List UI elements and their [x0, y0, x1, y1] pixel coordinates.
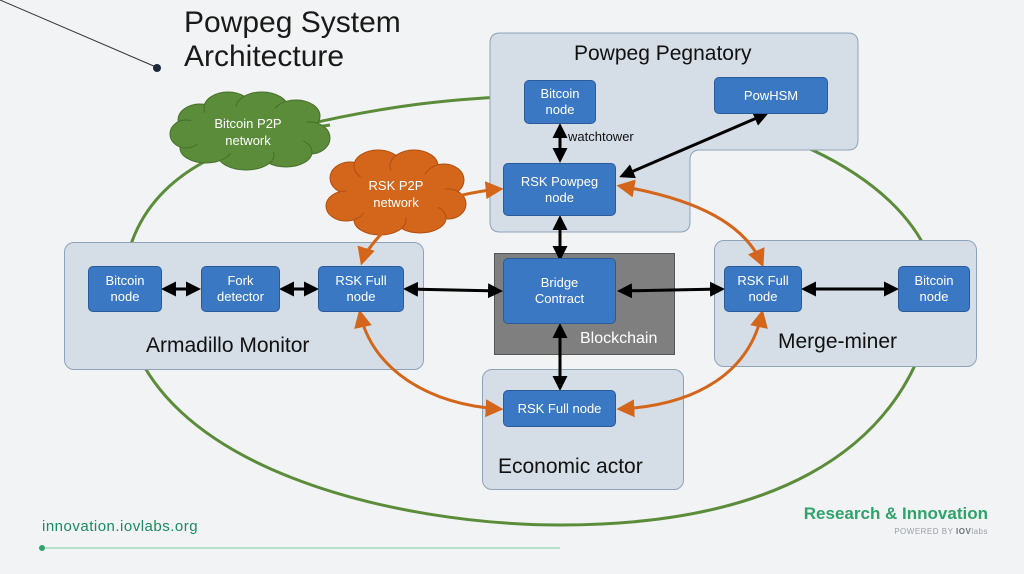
bridge-line-1: Bridge: [540, 275, 579, 290]
merge-miner-bitcoin-line-2: node: [919, 289, 949, 304]
rsk-p2p-cloud-label: RSK P2P network: [346, 177, 446, 211]
bitcoin-p2p-line-1: Bitcoin P2P: [214, 116, 282, 131]
bitcoin-p2p-cloud-label: Bitcoin P2P network: [196, 115, 300, 149]
arrow-armrsk-bridge: [403, 281, 503, 299]
powhsm-node[interactable]: PowHSM: [714, 77, 828, 114]
powered-suffix: labs: [971, 527, 988, 536]
merge-miner-rsk-line-2: node: [748, 289, 778, 304]
decorative-line: [0, 0, 157, 68]
bitcoin-p2p-cloud: [169, 91, 331, 171]
rsk-p2p-cloud: [325, 149, 467, 236]
arrow-rskcloud-armrsk: [357, 223, 392, 266]
footer-dot: [39, 545, 45, 551]
rsk-powpeg-line-2: node: [545, 189, 574, 205]
arrow-econ-mmrsk: [616, 309, 768, 418]
page-title: Powpeg System Architecture: [184, 6, 401, 74]
bitcoin-p2p-line-2: network: [225, 133, 271, 148]
economic-actor-label: Economic actor: [498, 455, 643, 478]
powered-prefix: POWERED BY: [894, 527, 954, 536]
rsk-powpeg-line-1: RSK Powpeg: [520, 173, 599, 189]
title-line-1: Powpeg System: [184, 6, 401, 39]
armadillo-bitcoin-line-1: Bitcoin: [105, 273, 145, 288]
brand-title: Research & Innovation: [803, 504, 988, 523]
arrow-powpeg-mmrsk: [616, 179, 765, 268]
footer-url[interactable]: innovation.iovlabs.org: [42, 518, 199, 535]
bridge-line-2: Contract: [534, 291, 585, 306]
fork-detector-line-1: Fork: [227, 273, 254, 288]
arrow-bridge-mmrsk: [617, 281, 725, 299]
powered-by: POWERED BY IOVlabs: [894, 527, 988, 536]
pegnatory-label: Powpeg Pegnatory: [574, 42, 752, 65]
armadillo-rsk-line-2: node: [346, 289, 376, 304]
decorative-dot: [153, 64, 161, 72]
merge-miner-bitcoin-line-1: Bitcoin: [914, 273, 954, 288]
powered-brand: IOV: [956, 527, 972, 536]
rsk-p2p-line-1: RSK P2P: [368, 178, 424, 193]
merge-miner-rsk-line-1: RSK Full: [737, 273, 789, 288]
arrow-armrsk-econ: [354, 309, 504, 418]
armadillo-rsk-line-1: RSK Full: [335, 273, 387, 288]
watchtower-label: watchtower: [568, 129, 634, 144]
merge-miner-label: Merge-miner: [778, 330, 898, 353]
economic-rsk-node[interactable]: RSK Full node: [503, 390, 616, 427]
green-ring-bottom: [118, 308, 939, 527]
rsk-p2p-line-2: network: [373, 195, 419, 210]
title-line-2: Architecture: [184, 40, 345, 73]
arrow-rskcloud-powpeg: [457, 181, 504, 200]
armadillo-label: Armadillo Monitor: [146, 334, 310, 357]
fork-detector-line-2: detector: [217, 289, 264, 304]
pegnatory-bitcoin-line-2: node: [545, 102, 575, 117]
armadillo-bitcoin-line-2: node: [110, 289, 140, 304]
pegnatory-bitcoin-line-1: Bitcoin: [540, 86, 580, 101]
arrow-powhsm-powpeg: [619, 111, 769, 179]
